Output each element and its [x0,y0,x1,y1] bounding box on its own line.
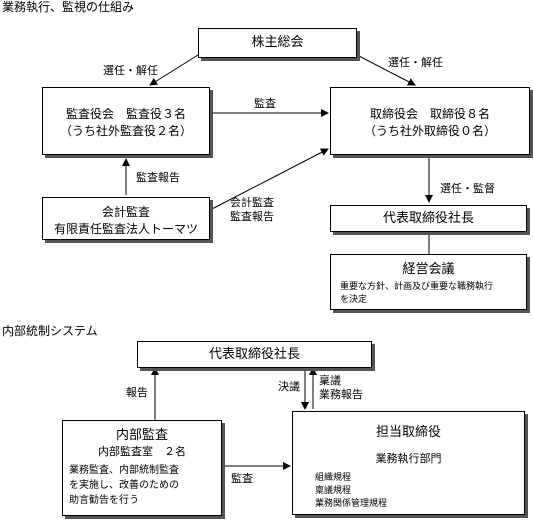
arrow-shareholders-audit [149,54,199,86]
ringi-label: 稟議 [319,374,341,387]
business-report-label: 業務報告 [319,388,363,401]
elect-dismiss-left-label: 選任・解任 [103,64,158,77]
audit-label-2: 監査 [231,472,253,485]
management-meeting-title: 経営会議 [402,262,455,277]
director-rule2: 稟議規程 [315,486,352,496]
internal-audit-line3: 業務監査、内部統制監査 [69,465,179,476]
audit-board-line2: （うち社外監査役２名） [59,124,192,138]
arrow-shareholders-board [356,54,416,86]
president-box-2: 代表取締役社長 [137,341,372,368]
audit-board-line1: 監査役会 監査役３名 [65,107,186,121]
accounting-auditor-line1: 会計監査 [101,205,150,219]
president-label: 代表取締役社長 [382,211,474,226]
report-label: 報告 [126,386,148,399]
accounting-auditor-line2: 有限責任監査法人トーマツ [53,222,198,236]
president-box: 代表取締役社長 [330,205,527,232]
internal-audit-title: 内部監査 [115,428,168,443]
director-rule1: 組織規程 [315,473,352,483]
director-dept: 業務執行部門 [375,452,442,465]
arrow-accaudit-board [209,148,329,211]
audit-board-box: 監査役会 監査役３名 （うち社外監査役２名） [42,87,210,155]
audit-arrow-label: 監査 [254,97,276,110]
internal-audit-box: 内部監査 内部監査室 ２名 業務監査、内部統制監査 を実施し、改善のための 助言… [62,420,222,516]
select-supervise-label: 選任・監督 [440,182,495,195]
audit-report-label: 監査報告 [136,171,180,184]
management-meeting-box: 経営会議 重要な方針、計画及び重要な職務執行 を決定 [330,254,527,310]
board-line1: 取締役会 取締役８名 [369,107,490,121]
board-of-directors-box: 取締役会 取締役８名 （うち社外取締役０名） [330,87,530,155]
director-title: 担当取締役 [375,425,441,440]
acc-audit-label-2: 監査報告 [230,210,274,223]
director-rule3: 業務関係管理規程 [315,499,388,509]
director-box: 担当取締役 業務執行部門 組織規程 稟議規程 業務関係管理規程 [292,411,525,515]
shareholders-meeting-label: 株主総会 [251,35,304,50]
board-line2: （うち社外取締役０名） [363,124,496,138]
internal-audit-line4: を実施し、改善のための [69,480,179,491]
management-meeting-desc1: 重要な方針、計画及び重要な職務執行 [340,282,494,292]
section2-title: 内部統制システム [2,324,98,338]
internal-audit-line5: 助言勧告を行う [69,495,139,506]
acc-audit-label-1: 会計監査 [230,196,274,209]
management-meeting-desc2: を決定 [340,295,368,305]
president-label-2: 代表取締役社長 [208,347,300,362]
shareholders-meeting-box: 株主総会 [198,28,357,58]
accounting-auditor-box: 会計監査 有限責任監査法人トーマツ [42,197,210,240]
decision-label: 決議 [278,380,300,393]
elect-dismiss-right-label: 選任・解任 [388,56,443,69]
section1-title: 業務執行、監視の仕組み [2,0,135,14]
internal-audit-line2: 内部監査室 ２名 [98,445,186,458]
